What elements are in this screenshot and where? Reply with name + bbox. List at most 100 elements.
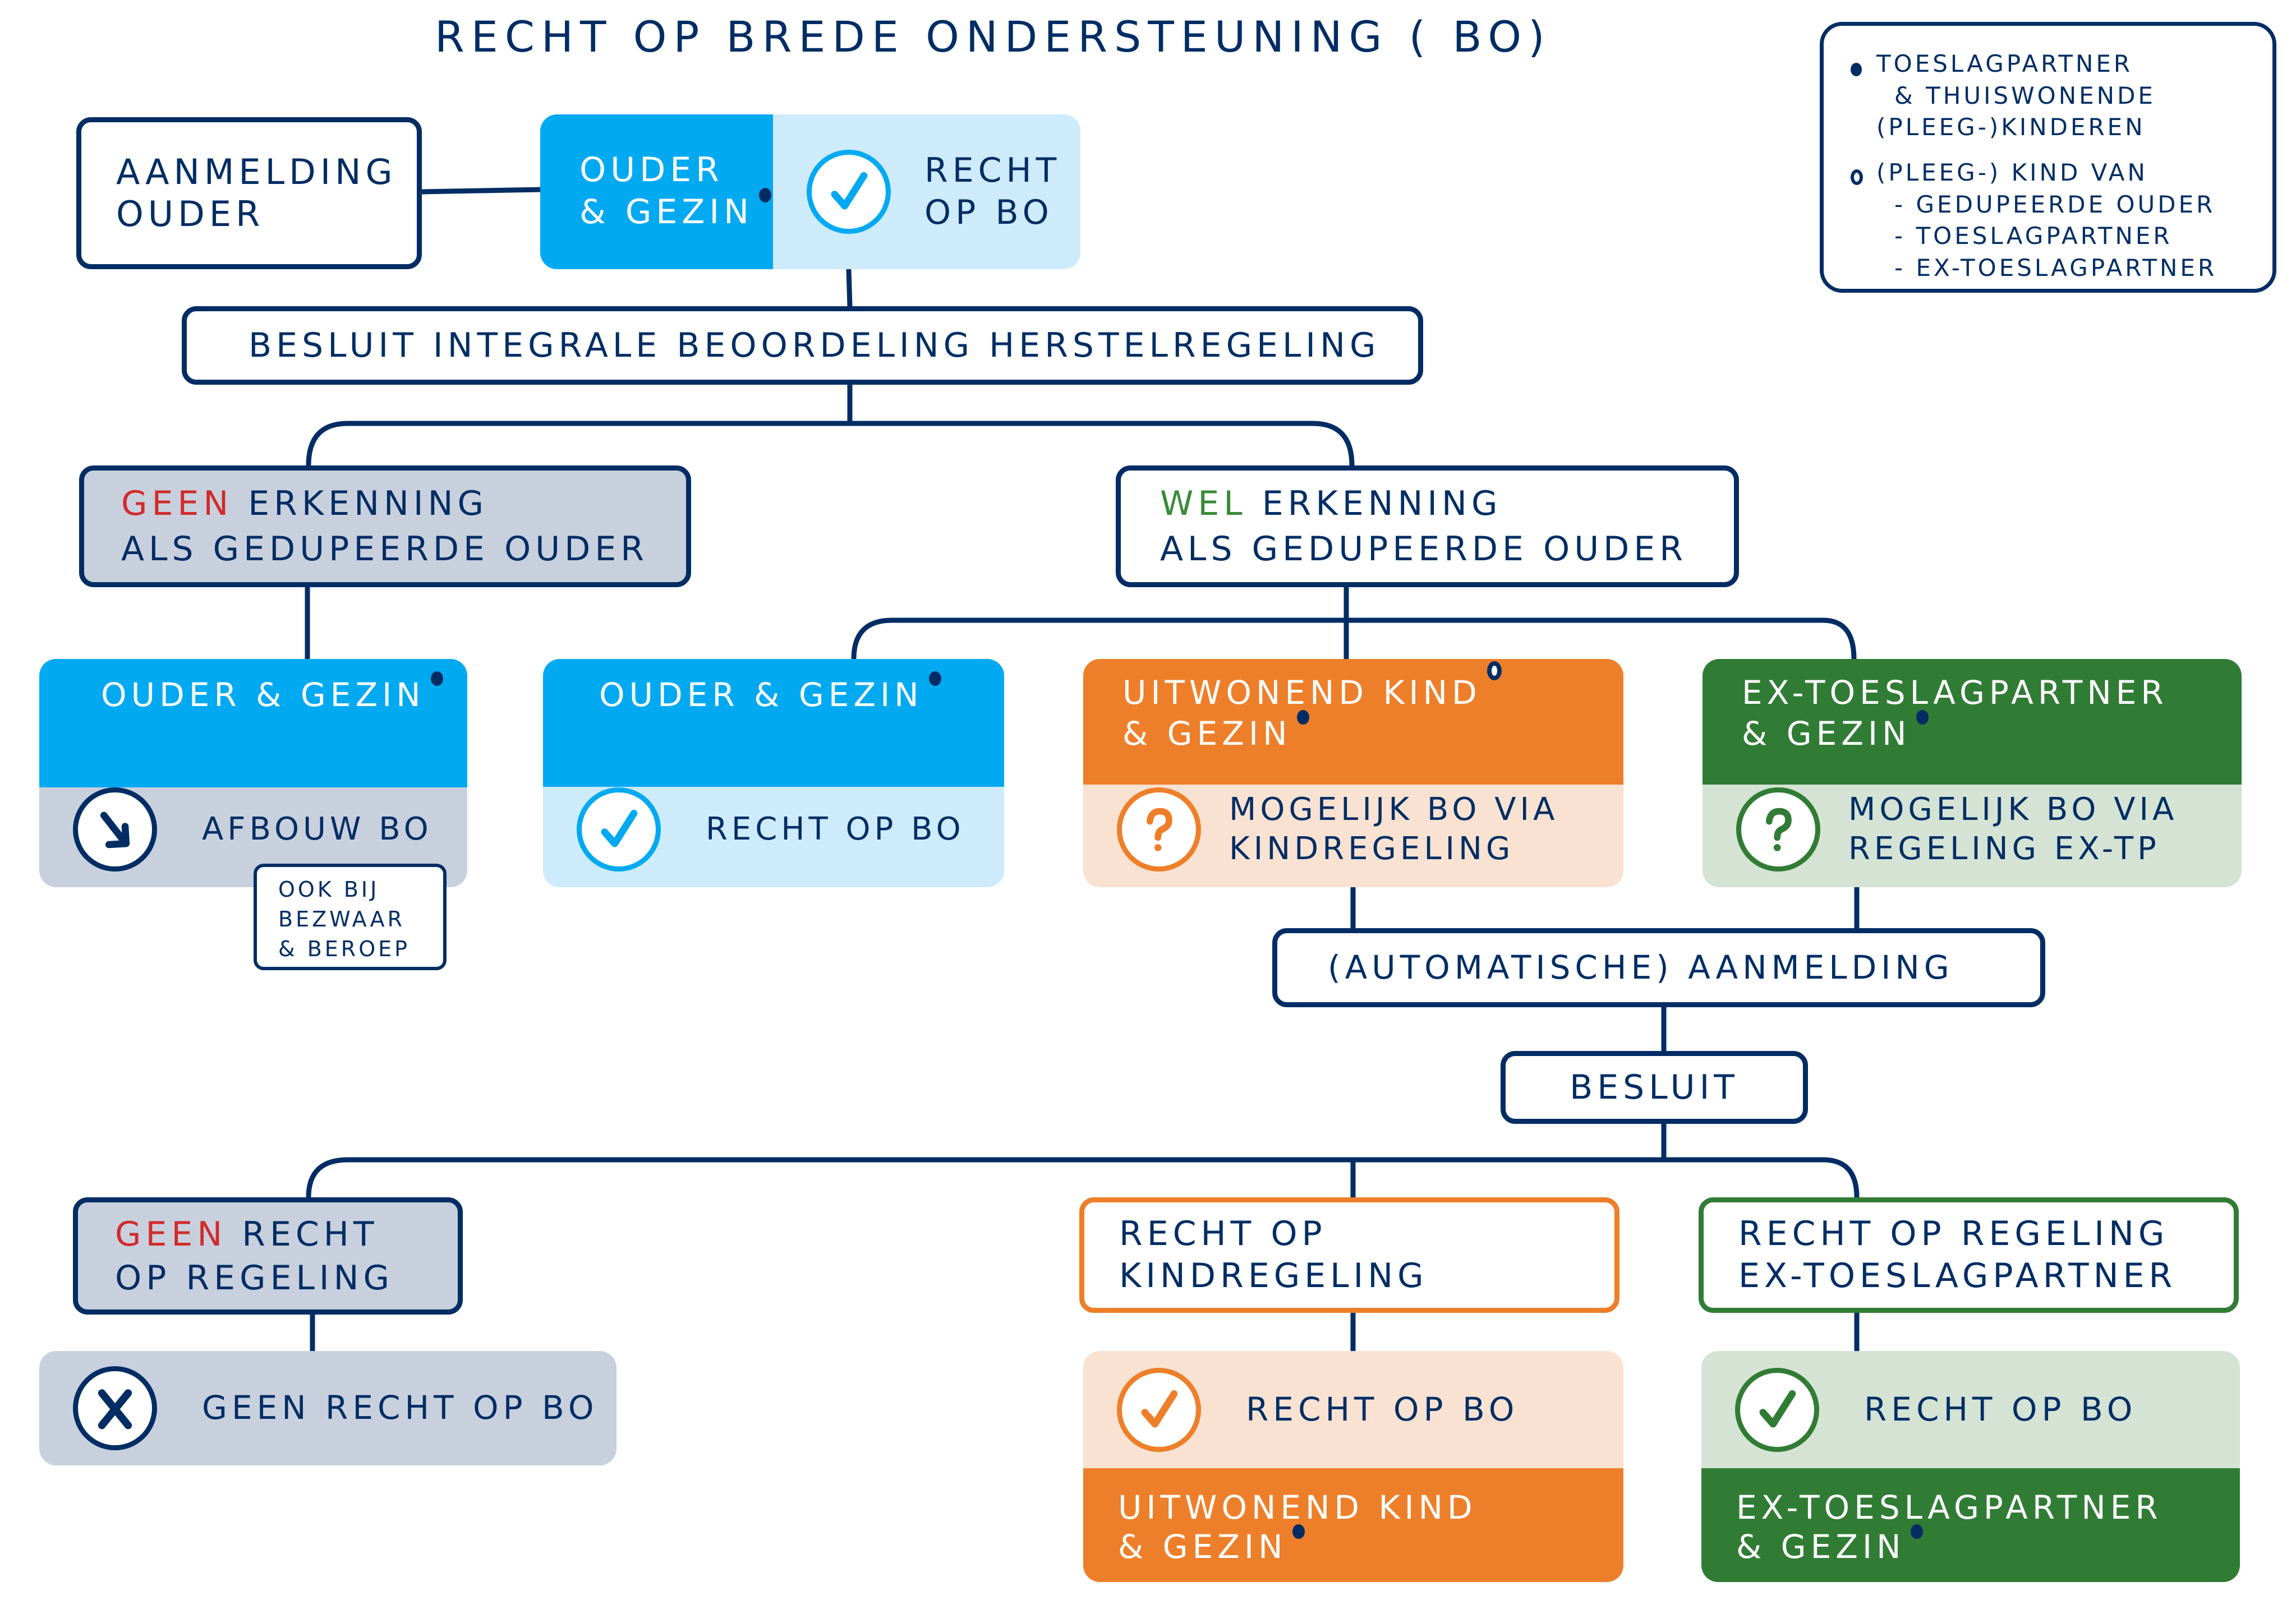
node-line: Recht op [1119, 1214, 1327, 1253]
card-header-text: Ex-toeslagpartner [1742, 674, 2168, 712]
connector-aanmelding-to-start [419, 187, 543, 195]
node-recht-op-kindregeling[interactable]: Recht op kindregeling [1079, 1197, 1619, 1313]
filled-dot-icon [1911, 1524, 1924, 1539]
start-card-header-line: & gezin [579, 192, 753, 232]
final-footer: Uitwonend kind & gezin [1083, 1468, 1623, 1582]
node-line: als gedupeerde ouder [121, 529, 648, 569]
filled-dot-icon [758, 188, 771, 202]
note-bezwaar-beroep: Ook bij bezwaar & beroep [254, 864, 447, 970]
node-text-rest: erkenning [1246, 483, 1502, 523]
card-afbouw-bo[interactable]: Ouder & gezin Afbouw BO [39, 659, 467, 887]
legend-line: & thuiswonende [1894, 81, 2156, 109]
node-besluit[interactable]: Besluit [1501, 1051, 1808, 1124]
connector-besluit-bottom-branch [306, 1121, 1860, 1200]
filled-dot-icon [1916, 709, 1929, 725]
node-geen-recht-op-regeling[interactable]: Geen recht op regeling [73, 1197, 463, 1315]
node-line: ouder [116, 193, 265, 234]
final-footer: Ex-toeslagpartner & gezin [1701, 1468, 2240, 1582]
start-card-result-line: Recht [924, 151, 1061, 190]
highlight-geen: Geen [115, 1214, 227, 1254]
arrow-down-right-icon [73, 787, 157, 872]
page-title: Recht op brede ondersteuning ( BO) [435, 12, 1552, 62]
final-footer-line: Ex-toeslagpartner [1736, 1488, 2162, 1527]
node-line: Aanmelding [116, 151, 397, 193]
cross-icon [73, 1366, 157, 1450]
final-footer-line: & gezin [1118, 1527, 1287, 1566]
card-header-text: & gezin [1122, 714, 1292, 753]
card-result-line: regeling ex-TP [1848, 830, 2160, 867]
card-header: Ouder & gezin [39, 659, 467, 787]
card-uitwonend-kind[interactable]: Uitwonend kind & gezin Mogelijk BO via k… [1083, 659, 1623, 887]
node-start-card[interactable]: Ouder & gezin Recht op BO [540, 114, 1080, 269]
card-result-line: Mogelijk BO via [1848, 791, 2178, 828]
node-besluit-integrale[interactable]: Besluit integrale beoordeling herstelreg… [182, 306, 1423, 385]
final-footer-line: & gezin [1736, 1527, 1906, 1566]
legend-item: - ex-toeslagpartner [1894, 254, 2217, 282]
card-header-text: Ouder & gezin [599, 676, 923, 714]
check-icon [1735, 1367, 1819, 1452]
node-aanmelding-ouder[interactable]: Aanmelding ouder [76, 117, 422, 269]
legend-line: Toeslagpartner [1876, 50, 2133, 77]
filled-dot-icon [1292, 1524, 1305, 1539]
note-line: Ook bij [278, 877, 380, 902]
final-result: Recht op BO [1864, 1390, 2137, 1428]
note-line: bezwaar [278, 907, 406, 932]
result-label: Geen recht op BO [202, 1389, 599, 1427]
node-line: Recht op regeling [1738, 1214, 2169, 1253]
card-result-line: Mogelijk BO via [1229, 791, 1559, 828]
legend: Toeslagpartner & thuiswonende (pleeg-)ki… [1820, 22, 2276, 293]
check-icon [1117, 1367, 1201, 1452]
legend-item: - toeslagpartner [1894, 222, 2173, 250]
start-card-header-line: Ouder [579, 150, 724, 190]
card-recht-op-bo[interactable]: Ouder & gezin Recht op BO [543, 659, 1004, 887]
node-line: ex-toeslagpartner [1738, 1256, 2177, 1295]
filled-dot-icon [1851, 63, 1862, 76]
node-line: kindregeling [1119, 1256, 1428, 1295]
node-text-rest: recht [227, 1214, 379, 1254]
card-header-text: Uitwonend kind [1122, 674, 1481, 712]
node-geen-erkenning[interactable]: Geen erkenning als gedupeerde ouder [79, 465, 691, 587]
start-card-header: Ouder & gezin [540, 114, 773, 269]
question-icon [1117, 787, 1201, 872]
filled-dot-icon [430, 671, 443, 686]
check-icon [577, 787, 661, 872]
final-footer-line: Uitwonend kind [1118, 1488, 1477, 1527]
highlight-geen: Geen [121, 483, 233, 523]
legend-item: - gedupeerde ouder [1894, 190, 2216, 218]
connector-besluit-branch [306, 382, 1355, 468]
start-card-result-line: op BO [924, 193, 1053, 232]
legend-open-dot-entry: (Pleeg-) kind van - gedupeerde ouder - t… [1851, 157, 2256, 284]
card-header: Ouder & gezin [543, 659, 1004, 787]
highlight-wel: Wel [1160, 483, 1247, 523]
final-result: Recht op BO [1246, 1390, 1519, 1428]
open-dot-icon [1851, 169, 1863, 186]
node-automatische-aanmelding[interactable]: (Automatische) aanmelding [1272, 928, 2045, 1007]
connector-wel-branch [851, 584, 1857, 662]
card-header: Uitwonend kind & gezin [1083, 659, 1623, 785]
node-text-rest: erkenning [233, 483, 488, 523]
card-ex-toeslagpartner[interactable]: Ex-toeslagpartner & gezin Mogelijk BO vi… [1703, 659, 2242, 887]
card-header-text: & gezin [1742, 714, 1911, 753]
legend-filled-dot-entry: Toeslagpartner & thuiswonende (pleeg-)ki… [1851, 48, 2256, 144]
card-result: Afbouw BO [202, 811, 432, 847]
card-result-line: kindregeling [1229, 830, 1515, 867]
open-dot-icon [1487, 661, 1502, 680]
card-result: Recht op BO [706, 810, 965, 847]
check-icon [807, 150, 891, 234]
legend-line: (pleeg-)kinderen [1876, 113, 2146, 141]
node-recht-op-regeling-ex-tp[interactable]: Recht op regeling ex-toeslagpartner [1699, 1197, 2239, 1313]
connector-start-to-besluit [846, 266, 853, 309]
connector-cards-to-aanmelding [1350, 884, 1860, 931]
node-wel-erkenning[interactable]: Wel erkenning als gedupeerde ouder [1116, 465, 1739, 587]
filled-dot-icon [928, 671, 941, 686]
card-header-text: Ouder & gezin [101, 676, 425, 714]
legend-heading: (Pleeg-) kind van [1876, 159, 2148, 187]
final-uitwonend-kind[interactable]: Recht op BO Uitwonend kind & gezin [1083, 1351, 1623, 1582]
node-line: op regeling [115, 1258, 394, 1298]
final-ex-toeslagpartner[interactable]: Recht op BO Ex-toeslagpartner & gezin [1701, 1351, 2240, 1582]
result-geen-recht-op-bo[interactable]: Geen recht op BO [39, 1351, 616, 1465]
card-header: Ex-toeslagpartner & gezin [1703, 659, 2242, 785]
question-icon [1736, 787, 1820, 872]
note-line: & beroep [278, 937, 411, 962]
